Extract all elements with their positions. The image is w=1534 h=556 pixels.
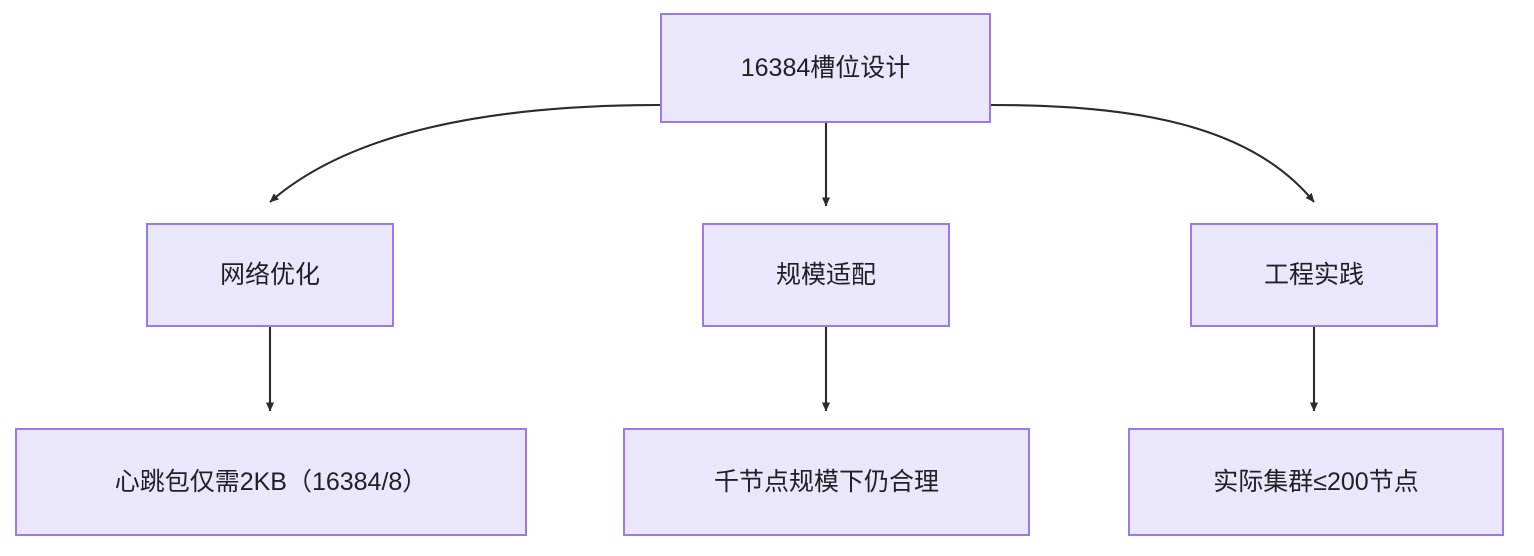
node-label: 工程实践 (1263, 261, 1364, 289)
node-heartbeat-packet-2kb[interactable]: 心跳包仅需2KB（16384/8） (15, 428, 527, 536)
node-root-slot-design[interactable]: 16384槽位设计 (660, 13, 991, 123)
node-network-optimization[interactable]: 网络优化 (146, 223, 394, 327)
node-label: 实际集群≤200节点 (1213, 468, 1419, 496)
node-label: 网络优化 (219, 261, 320, 289)
node-label: 千节点规模下仍合理 (713, 468, 939, 496)
node-thousand-node-scale[interactable]: 千节点规模下仍合理 (623, 428, 1030, 536)
node-label: 16384槽位设计 (740, 54, 911, 82)
node-actual-cluster-200-nodes[interactable]: 实际集群≤200节点 (1128, 428, 1504, 536)
node-engineering-practice[interactable]: 工程实践 (1190, 223, 1438, 327)
edge-root-to-network (269, 103, 661, 203)
node-label: 心跳包仅需2KB（16384/8） (114, 468, 428, 496)
edge-root-to-engineering (990, 103, 1315, 203)
node-label: 规模适配 (775, 261, 876, 289)
node-scale-adaptation[interactable]: 规模适配 (702, 223, 950, 327)
